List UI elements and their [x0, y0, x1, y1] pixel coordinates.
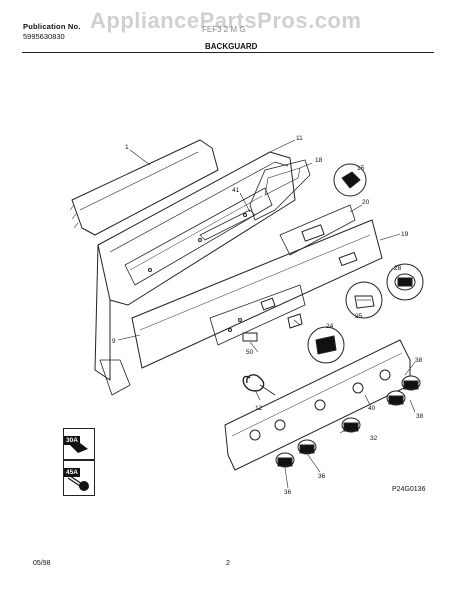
callout-labels: 1 11 18 41 15 20 19 28 25 24 50 9 12 38 … — [112, 135, 424, 496]
header-rule — [22, 52, 434, 53]
switch-plate — [209, 284, 306, 346]
diagram-code: P24G0136 — [392, 486, 426, 493]
callout-41: 41 — [232, 187, 240, 194]
callout-1: 1 — [125, 144, 129, 151]
frame-window — [124, 187, 273, 286]
watermark: AppliancePartsPros.com — [90, 8, 362, 33]
detail-circle-25 — [345, 281, 383, 319]
callout-11: 11 — [296, 135, 303, 142]
page-number: 2 — [226, 560, 230, 567]
backguard-frame — [97, 151, 296, 306]
rear-panel — [71, 139, 219, 236]
callout-36-left: 36 — [284, 489, 292, 496]
publication-number: 5995630830 — [23, 32, 65, 41]
callout-38-upper: 38 — [415, 357, 423, 364]
trim-strip — [249, 159, 311, 221]
manifold-panel — [224, 339, 411, 471]
section-title: BACKGUARD — [205, 42, 258, 51]
detail-circle-28 — [386, 263, 424, 301]
nut-icon — [70, 443, 88, 453]
screw-icon — [67, 475, 89, 491]
legend-30a: 30A — [63, 428, 95, 460]
callout-38-lower: 38 — [416, 413, 424, 420]
callout-12: 12 — [255, 405, 263, 412]
callout-50: 50 — [246, 349, 254, 356]
callout-18: 18 — [315, 157, 323, 164]
legend-45a-label: 45A — [64, 468, 80, 477]
model-number: FEF3 2 M G — [202, 25, 246, 34]
callout-32: 32 — [370, 435, 378, 442]
callout-19: 19 — [401, 231, 409, 238]
burner-knobs — [275, 375, 421, 468]
callout-25: 25 — [355, 313, 363, 320]
callout-40: 40 — [368, 405, 376, 412]
control-panel — [131, 219, 383, 369]
callout-20: 20 — [362, 199, 370, 206]
legend-45a: 45A — [63, 460, 95, 496]
footer-date: 05/98 — [33, 560, 51, 567]
callout-36-right: 36 — [318, 473, 326, 480]
callout-15: 15 — [357, 165, 365, 172]
control-board — [279, 204, 356, 256]
detail-circle-15 — [333, 163, 367, 197]
detail-circle-24 — [307, 326, 345, 364]
callout-28: 28 — [394, 265, 402, 272]
publication-label: Publication No. — [23, 22, 81, 31]
callout-24: 24 — [326, 323, 334, 330]
legend-30a-label: 30A — [64, 436, 80, 445]
callout-9: 9 — [112, 338, 116, 345]
